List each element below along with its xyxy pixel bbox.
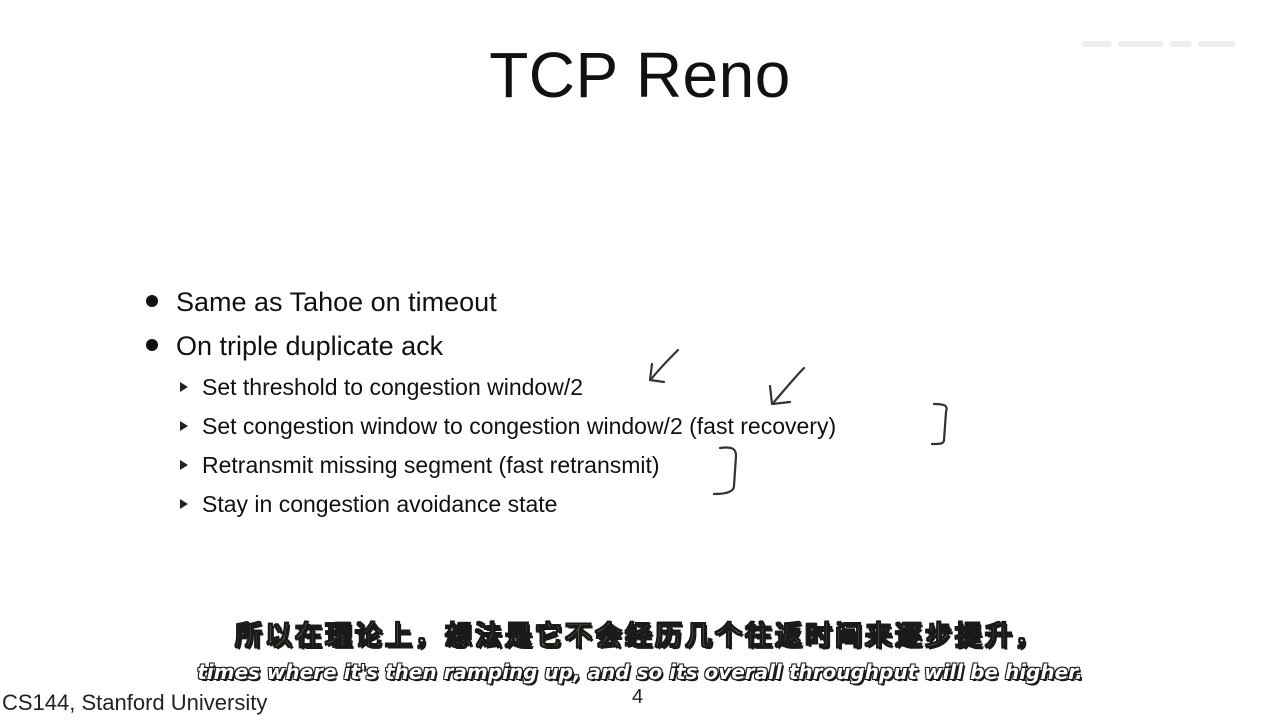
triangle-bullet-icon <box>180 499 188 509</box>
sub-bullet-item: Retransmit missing segment (fast retrans… <box>140 446 836 485</box>
page-number: 4 <box>632 686 644 708</box>
bullet-list: Same as Tahoe on timeout On triple dupli… <box>140 280 836 524</box>
bracket-annotation-icon <box>930 402 948 446</box>
course-footer: CS144, Stanford University <box>2 690 268 715</box>
triangle-bullet-icon <box>180 382 188 392</box>
sub-bullet-item: Set congestion window to congestion wind… <box>140 407 836 446</box>
sub-bullet-text: Stay in congestion avoidance state <box>202 491 558 517</box>
triangle-bullet-icon <box>180 460 188 470</box>
bullet-text: On triple duplicate ack <box>176 331 444 361</box>
sub-bullet-item: Stay in congestion avoidance state <box>140 485 836 524</box>
subtitle-english: times where it's then ramping up, and so… <box>197 660 1083 684</box>
triangle-bullet-icon <box>180 421 188 431</box>
bullet-dot-icon <box>146 339 158 351</box>
watermark <box>1082 34 1248 52</box>
sub-bullet-item: Set threshold to congestion window/2 <box>140 368 836 407</box>
sub-bullet-text: Set congestion window to congestion wind… <box>202 413 837 439</box>
bullet-text: Same as Tahoe on timeout <box>176 287 497 317</box>
sub-bullet-text: Set threshold to congestion window/2 <box>202 374 584 400</box>
bullet-item: Same as Tahoe on timeout <box>140 280 836 324</box>
bullet-item: On triple duplicate ack <box>140 324 836 368</box>
slide-title: TCP Reno <box>489 39 791 111</box>
sub-bullet-text: Retransmit missing segment (fast retrans… <box>202 452 660 478</box>
subtitle-chinese: 所以在理论上，想法是它不会经历几个往返时间来逐步提升， <box>235 621 1045 653</box>
bullet-dot-icon <box>146 295 158 307</box>
